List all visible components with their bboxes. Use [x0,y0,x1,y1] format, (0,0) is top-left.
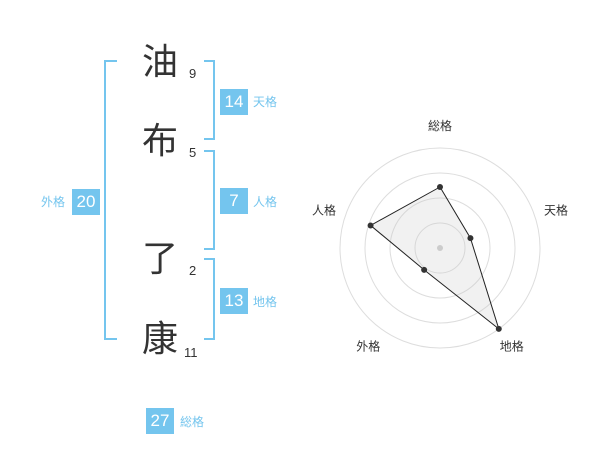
radar-grid-ring [389,197,491,299]
radar-point-5 [367,222,374,229]
chikaku-value: 13 [220,288,248,314]
radar-data-polygon [369,186,500,331]
stroke-count-2: 5 [189,145,197,160]
gaikaku-value: 20 [72,189,100,215]
tenkaku-bracket [204,60,215,140]
name-char-1: 油 [142,42,179,83]
radar-grid-ring [364,172,516,324]
radar-grid-ring [339,147,541,349]
radar-axis-label-1: 総格 [428,118,452,133]
tenkaku-label: 天格 [253,95,278,109]
jinkaku-label: 人格 [253,195,278,209]
chikaku-bracket [204,258,215,340]
chikaku-label: 地格 [253,295,278,309]
radar-point-4 [421,266,428,273]
stroke-count-1: 9 [189,66,197,81]
radar-grid-ring [414,222,466,274]
gaikaku-bracket [104,60,117,340]
radar-point-2 [467,235,474,242]
name-char-2: 布 [142,121,179,162]
jinkaku-value: 7 [220,188,248,214]
radar-axis-label-5: 人格 [312,202,336,217]
radar-axis-label-3: 地格 [500,339,524,354]
name-char-3: 了 [142,239,179,280]
radar-center-dot [437,245,443,251]
soukaku-value: 27 [146,408,174,434]
soukaku-label: 総格 [180,415,205,429]
radar-axis-label-2: 天格 [544,202,568,217]
jinkaku-bracket [204,150,215,250]
gaikaku-label: 外格 [41,195,66,209]
stroke-count-3: 2 [189,263,197,278]
radar-point-1 [437,184,443,190]
radar-axis-label-4: 外格 [356,339,380,354]
tenkaku-value: 14 [220,89,248,115]
stroke-count-4: 11 [184,345,198,360]
name-char-4: 康 [142,319,179,360]
radar-point-3 [495,325,502,332]
